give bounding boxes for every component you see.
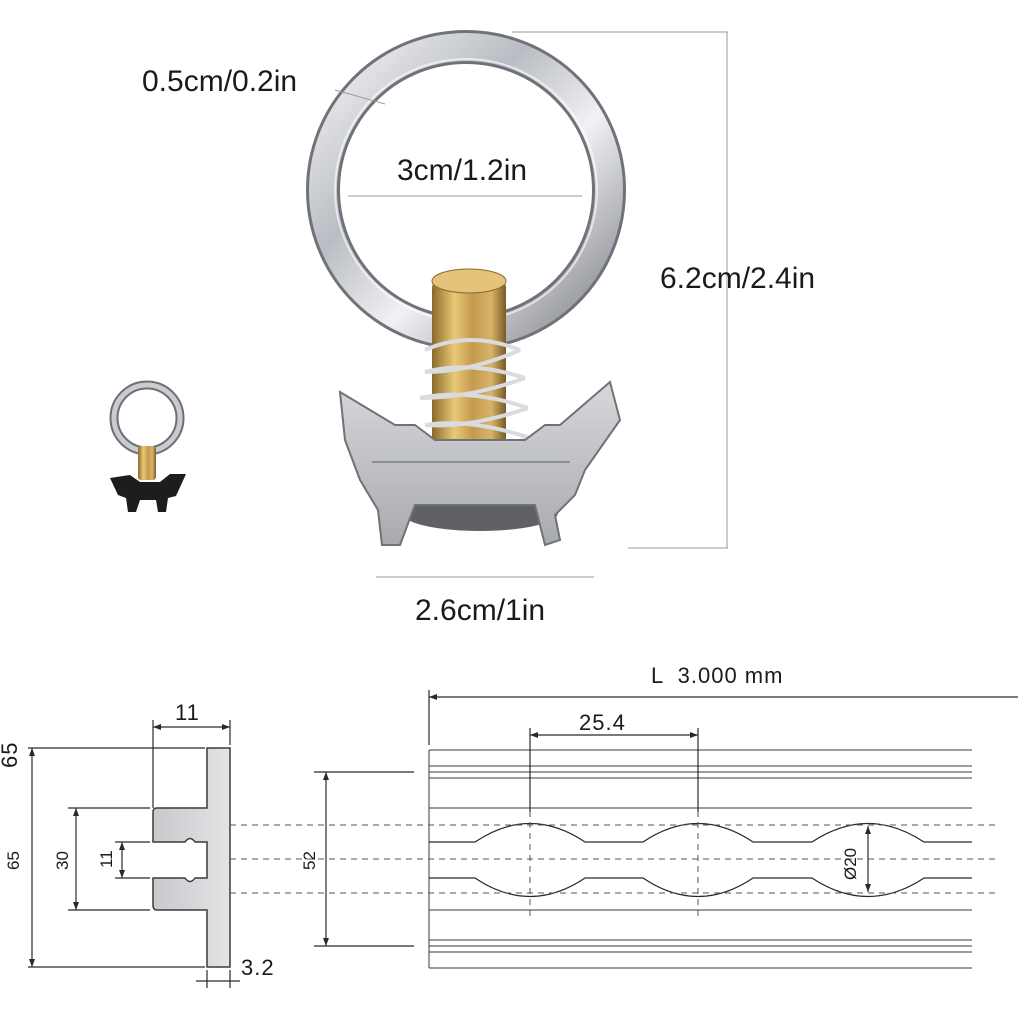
product-dimension-lines (334, 31, 728, 578)
profile-height-rotated-label: 65 (0, 742, 22, 768)
product-thumbnail (109, 380, 186, 512)
profile-slot-span-label: 30 (53, 851, 72, 870)
track-top-view-drawing: L 3.000 mm (230, 663, 1018, 969)
base-width-label: 2.6cm/1in (415, 594, 545, 627)
hole-diameter-label: Ø20 (841, 848, 860, 880)
total-height-label: 6.2cm/2.4in (660, 262, 815, 295)
track-slot (429, 822, 972, 898)
product-photo: 0.5cm/0.2in 3cm/1.2in 6.2cm/2.4in 2.6cm/… (109, 30, 815, 627)
profile-wall-label: 3.2 (241, 955, 275, 980)
track-fitting-base (338, 380, 622, 547)
track-length-label: L 3.000 mm (651, 663, 783, 688)
profile-slot-gap-label: 11 (97, 850, 116, 868)
track-profile-drawing: 11 65 65 30 11 3.2 (0, 700, 275, 988)
profile-shape (152, 747, 231, 968)
profile-top-width-label: 11 (175, 700, 200, 725)
ring-inner-diameter-label: 3cm/1.2in (397, 154, 527, 187)
hole-pitch-label: 25.4 (579, 710, 626, 735)
track-width-label: 52 (300, 851, 319, 870)
wire-thickness-label: 0.5cm/0.2in (142, 65, 297, 98)
profile-height-label: 65 (4, 851, 23, 870)
